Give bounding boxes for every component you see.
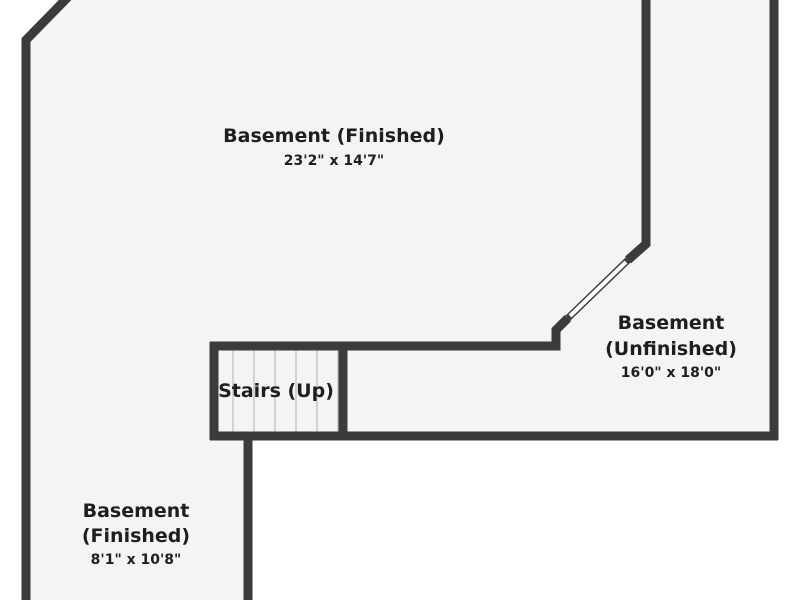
floor-area [26,0,642,600]
room-name-small-finished-line1: Basement [83,500,190,522]
room-dimensions-small-finished: 8'1" x 10'8" [91,552,182,568]
room-name-unfinished-line1: Basement [618,312,725,334]
wall-diagonal-lower [210,314,572,351]
room-name-small-finished-line2: (Finished) [82,525,190,547]
walls [21,0,779,600]
wall-main-right [625,0,651,264]
room-name-stairs: Stairs (Up) [218,380,334,402]
wall-left-outer [21,0,72,600]
room-name-main-finished: Basement (Finished) [223,125,445,147]
stair-treads [232,348,339,432]
window [565,257,631,321]
room-dimensions-main-finished: 23'2" x 14'7" [284,153,384,169]
room-dimensions-unfinished: 16'0" x 18'0" [621,365,721,381]
floor-area-unfinished [345,0,774,436]
room-name-unfinished-line2: (Unfinished) [605,338,737,360]
